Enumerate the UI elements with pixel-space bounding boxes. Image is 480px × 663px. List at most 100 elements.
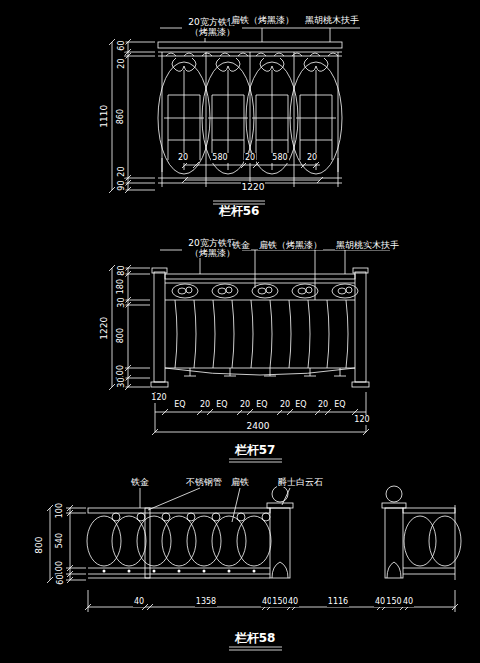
extension-line <box>124 268 150 269</box>
extension-line <box>66 574 86 575</box>
handrail <box>158 42 342 48</box>
top-scroll <box>292 53 302 56</box>
foot <box>190 368 191 376</box>
iron-post <box>294 52 295 187</box>
dimension-tick <box>147 604 153 610</box>
extension-line <box>162 158 163 172</box>
ring <box>137 513 145 521</box>
dimension: 1220 <box>241 182 266 192</box>
dimension-line <box>128 42 129 190</box>
leader-line <box>232 488 240 522</box>
flat-iron-loop <box>112 516 146 566</box>
dimension-tick <box>287 409 293 415</box>
part-label: 扁铁（烤黑漆） <box>258 240 323 250</box>
dimension: 120 <box>353 415 370 424</box>
bolt <box>178 570 181 573</box>
iron-bar <box>175 300 177 368</box>
dimension-line <box>112 268 113 387</box>
flat-iron-loop <box>187 516 221 566</box>
grid-bar <box>288 95 289 160</box>
dimension-tick <box>197 409 203 415</box>
leader-line <box>140 488 141 508</box>
grid-bar <box>168 95 169 160</box>
iron-bar <box>289 300 291 368</box>
extension-line <box>124 368 150 369</box>
dimension: 20 <box>199 400 211 409</box>
dimension-line <box>185 165 320 166</box>
dimension: 800 <box>35 535 45 554</box>
ring <box>112 513 120 521</box>
dimension: 40 <box>287 597 299 606</box>
dimension-tick <box>237 409 243 415</box>
dimension: 800 <box>116 327 125 344</box>
grid-bar <box>200 95 201 160</box>
ring <box>212 513 220 521</box>
drawing-title: 栏杆56 <box>218 205 261 219</box>
bolt <box>153 570 156 573</box>
dimension: 1110 <box>99 104 109 129</box>
extension-line <box>124 52 155 53</box>
iron-bar <box>232 300 234 368</box>
dimension: 20 <box>317 400 329 409</box>
steel-tube <box>145 508 150 578</box>
leaf-ornament <box>298 288 306 294</box>
iron-bar <box>308 300 310 368</box>
leader-line <box>148 488 200 510</box>
leaf-ornament <box>338 288 346 294</box>
extension-line <box>66 513 86 514</box>
leaf-ornament <box>306 287 312 293</box>
flat-iron-loop <box>290 62 342 174</box>
extension-line <box>66 580 86 581</box>
dimension-tick <box>315 409 321 415</box>
leader-line <box>240 28 300 29</box>
dimension: 40 <box>133 597 145 606</box>
part-label: 扁铁（烤黑漆） <box>230 15 295 25</box>
top-scroll <box>166 53 176 56</box>
dimension: EQ <box>294 400 307 409</box>
post-base <box>151 382 168 387</box>
drawing-title: 栏杆57 <box>234 444 277 458</box>
leader-line <box>205 38 206 42</box>
extension-line <box>338 158 339 172</box>
dimension-tick <box>207 409 213 415</box>
scroll-ornament <box>304 58 328 71</box>
dimension-tick <box>109 265 115 271</box>
bottom-rail <box>403 568 455 569</box>
flat-iron-loop <box>292 284 318 298</box>
top-scroll <box>328 53 338 56</box>
grid-bar <box>256 95 257 160</box>
iron-bar <box>346 300 348 368</box>
iron-bar <box>194 300 196 368</box>
bottom-rail <box>88 574 270 575</box>
post-cap <box>353 268 368 273</box>
marble-post <box>270 508 290 578</box>
flat-iron-loop <box>212 284 238 298</box>
leaf-ornament <box>258 288 266 294</box>
extension-line <box>124 183 155 184</box>
iron-post <box>162 52 163 187</box>
stone-post <box>355 272 366 382</box>
dimension-tick <box>317 177 323 183</box>
grid-bar <box>244 95 245 160</box>
dimension-line <box>185 180 320 181</box>
foot <box>310 368 311 376</box>
leader-line <box>330 28 331 42</box>
extension-line <box>455 590 456 612</box>
dimension: 20 <box>116 58 125 70</box>
bolt <box>128 570 131 573</box>
ring <box>162 513 170 521</box>
grid-bar <box>164 118 204 119</box>
bottom-rail <box>88 568 270 569</box>
dimension-tick <box>253 162 259 168</box>
break-line <box>455 505 456 580</box>
dimension: 30 <box>116 297 125 309</box>
iron-post <box>338 52 339 187</box>
scroll-ornament <box>216 58 240 71</box>
extension-line <box>124 387 150 388</box>
extension-line <box>124 305 150 306</box>
dimension-line <box>88 607 455 608</box>
top-scroll <box>274 53 284 56</box>
top-scroll <box>184 53 194 56</box>
dimension: 30 <box>116 377 125 389</box>
